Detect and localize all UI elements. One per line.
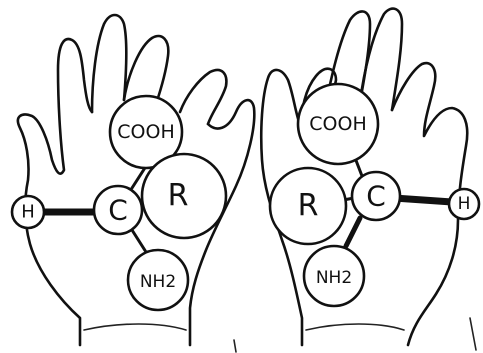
left-h-label: H — [21, 202, 35, 223]
right-cooh-label: COOH — [309, 113, 366, 135]
right-bond-c-nh2 — [346, 218, 360, 246]
right-h-label: H — [458, 194, 471, 214]
right-r-label: R — [298, 189, 319, 224]
right-bond-c-h — [394, 198, 452, 202]
left-molecule: COOH R H C NH2 — [12, 96, 226, 310]
right-c-label: C — [366, 180, 386, 213]
sketch-marks — [234, 318, 476, 352]
left-nh2-label: NH2 — [140, 272, 176, 292]
left-c-label: C — [108, 194, 128, 227]
left-r-label: R — [168, 179, 189, 214]
left-bond-c-nh2 — [132, 230, 146, 252]
left-cooh-label: COOH — [117, 121, 174, 143]
right-nh2-label: NH2 — [316, 268, 352, 288]
